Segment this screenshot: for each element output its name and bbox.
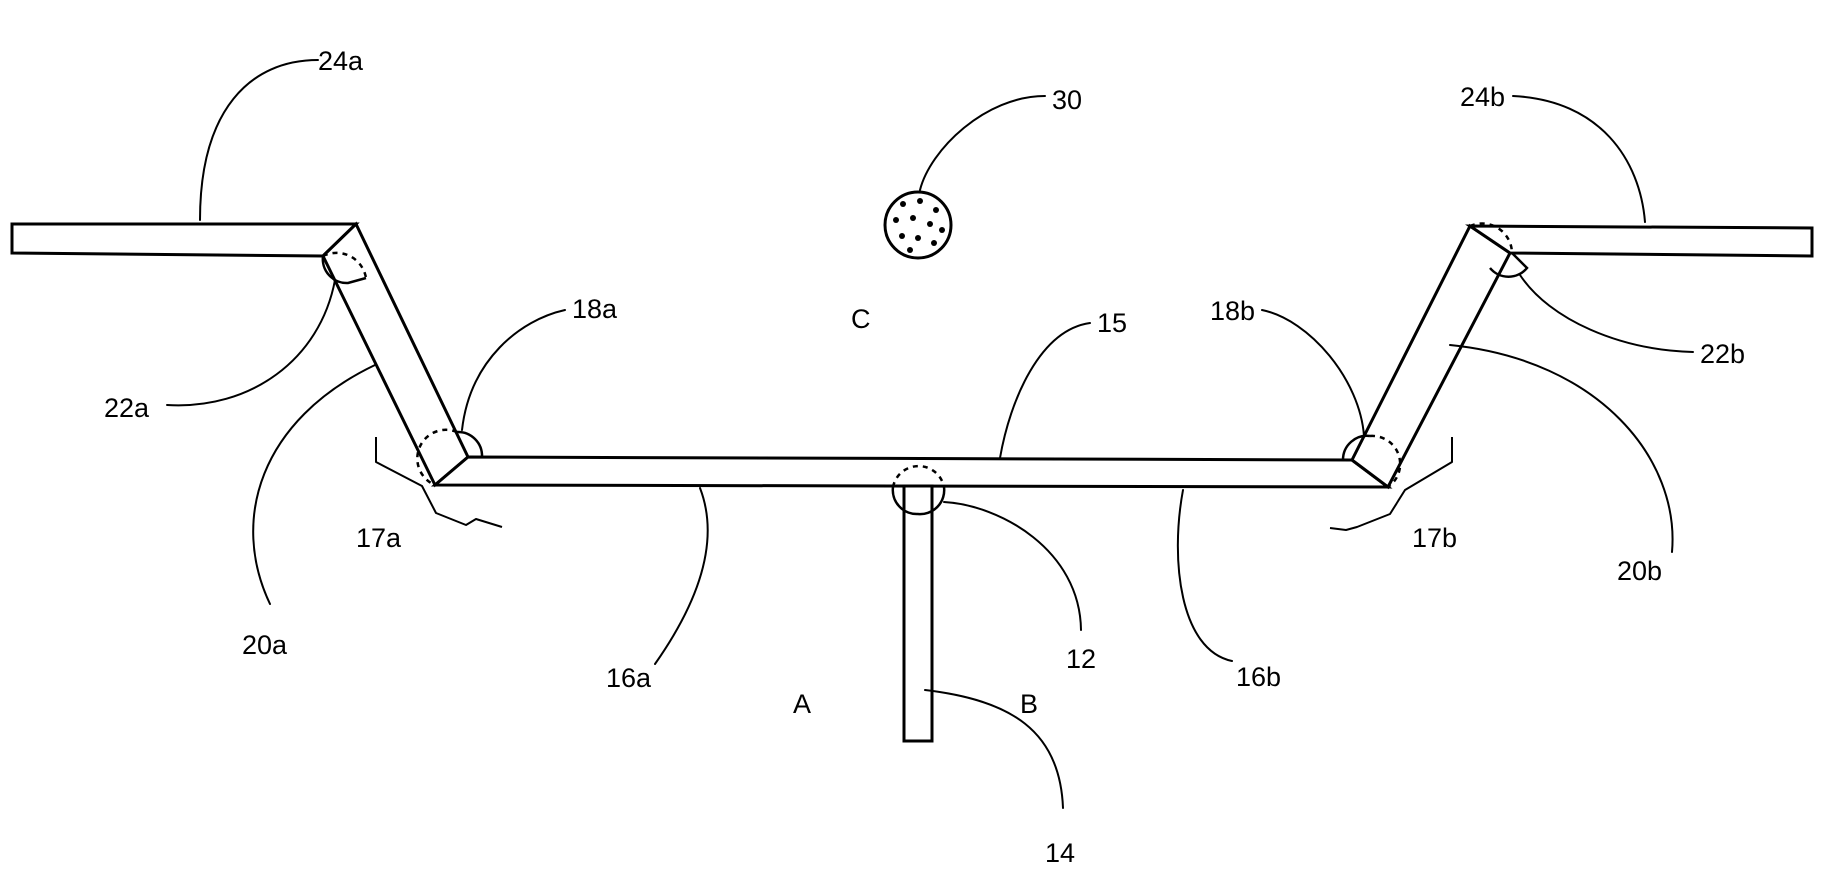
label-17a: 17a xyxy=(356,523,402,553)
label-18b: 18b xyxy=(1210,296,1255,326)
label-15: 15 xyxy=(1097,308,1127,338)
particle-30 xyxy=(885,192,951,258)
inclined-plate-right xyxy=(1352,226,1510,487)
upper-flange-left xyxy=(12,224,356,256)
label-A: A xyxy=(793,689,811,719)
upper-flange-right xyxy=(1470,226,1812,256)
inclined-plate-left xyxy=(323,224,468,485)
label-20a: 20a xyxy=(242,630,288,660)
label-30: 30 xyxy=(1052,85,1082,115)
leader-18a xyxy=(462,310,565,430)
label-14: 14 xyxy=(1045,838,1075,868)
vertical-plate xyxy=(904,486,932,741)
label-24b: 24b xyxy=(1460,82,1505,112)
leader-24b xyxy=(1513,96,1645,222)
label-B: B xyxy=(1020,689,1038,719)
plate-assembly xyxy=(12,224,1812,741)
label-C: C xyxy=(851,304,871,334)
leader-24a xyxy=(200,60,318,220)
label-12: 12 xyxy=(1066,644,1096,674)
leader-22b xyxy=(1520,275,1693,352)
label-18a: 18a xyxy=(572,294,618,324)
label-16a: 16a xyxy=(606,663,652,693)
label-17b: 17b xyxy=(1412,523,1457,553)
labels: 24a 30 24b 18a C 15 18b 22a 22b 17a 17b … xyxy=(104,46,1745,868)
label-20b: 20b xyxy=(1617,556,1662,586)
label-16b: 16b xyxy=(1236,662,1281,692)
label-22b: 22b xyxy=(1700,339,1745,369)
bottom-plate xyxy=(435,457,1388,487)
leader-16a xyxy=(655,488,708,664)
leader-12 xyxy=(944,502,1081,630)
leader-22a xyxy=(167,280,335,405)
leader-15 xyxy=(1000,323,1090,458)
leader-18b xyxy=(1262,310,1364,436)
leader-16b xyxy=(1178,490,1232,661)
label-22a: 22a xyxy=(104,393,150,423)
leader-20a xyxy=(253,365,375,604)
leader-30 xyxy=(920,96,1045,190)
leader-14 xyxy=(925,690,1063,808)
label-24a: 24a xyxy=(318,46,364,76)
leader-20b xyxy=(1450,345,1673,552)
